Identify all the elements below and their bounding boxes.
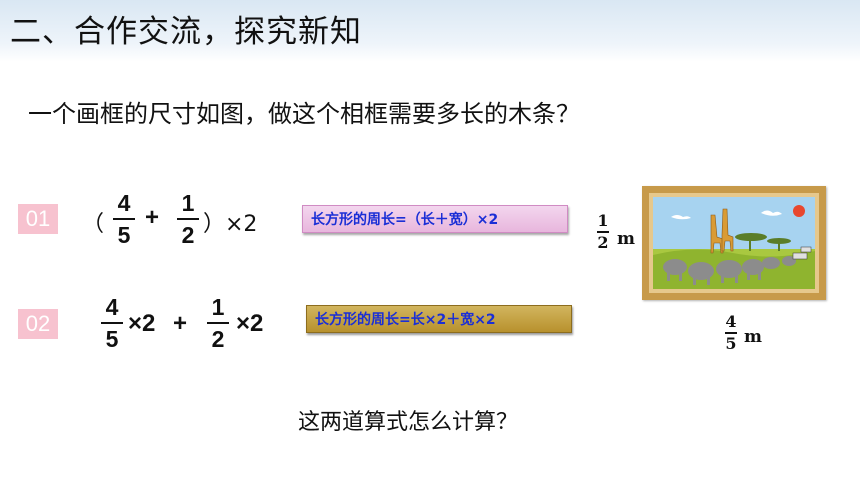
method-2-fraction-a: 4 5 [101, 296, 123, 351]
fraction-denominator: 5 [117, 222, 131, 248]
question-text: 一个画框的尺寸如图，做这个相框需要多长的木条？ [28, 100, 580, 128]
method-2-times-a: ×2 [128, 310, 156, 337]
fraction-denominator: 2 [597, 233, 609, 252]
method-1-badge: 01 [18, 204, 58, 234]
method-1-formula-box: 长方形的周长=（长＋宽）×2 [302, 205, 568, 233]
fraction-bar [207, 322, 229, 324]
picture-frame-image [642, 186, 826, 300]
title-bar [0, 0, 860, 62]
method-1-paren-open: （ [82, 212, 105, 237]
fraction-bar [597, 231, 609, 233]
method-1-fraction-a: 4 5 [113, 192, 135, 247]
method-1-plus: + [145, 204, 160, 231]
fraction-denominator: 2 [211, 326, 225, 352]
frame-width-fraction: 1 2 [597, 213, 609, 251]
method-2-formula-box: 长方形的周长=长×2＋宽×2 [306, 305, 572, 333]
fraction-denominator: 5 [105, 326, 119, 352]
method-1-fraction-b: 1 2 [177, 192, 199, 247]
bottom-question: 这两道算式怎么计算？ [298, 410, 519, 435]
frame-length-unit: m [744, 327, 762, 347]
savanna-picture [653, 197, 815, 289]
fraction-numerator: 1 [181, 190, 195, 216]
fraction-bar [177, 218, 199, 220]
frame-length-fraction: 4 5 [725, 314, 737, 352]
frame-width-unit: m [617, 229, 635, 249]
method-2-badge: 02 [18, 309, 58, 339]
method-1-paren-close-times: ）×2 [203, 212, 258, 237]
fraction-denominator: 2 [181, 222, 195, 248]
fraction-bar [113, 218, 135, 220]
page-title: 二、合作交流，探究新知 [10, 14, 362, 50]
fraction-bar [101, 322, 123, 324]
fraction-numerator: 1 [597, 211, 609, 230]
fraction-numerator: 4 [105, 294, 119, 320]
method-2-times-b: ×2 [236, 310, 264, 337]
fraction-bar [725, 332, 737, 334]
fraction-denominator: 5 [725, 334, 737, 353]
fraction-numerator: 4 [117, 190, 131, 216]
fraction-numerator: 1 [211, 294, 225, 320]
method-2-fraction-b: 1 2 [207, 296, 229, 351]
method-2-plus: + [173, 310, 188, 337]
fraction-numerator: 4 [725, 312, 737, 331]
